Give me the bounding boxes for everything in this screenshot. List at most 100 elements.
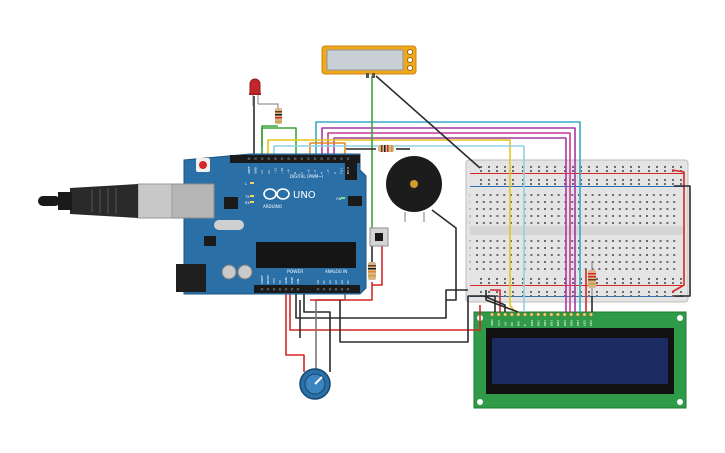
wire-buzzer-black[interactable] — [431, 209, 457, 301]
lcd-pin[interactable] — [489, 312, 495, 317]
lcd-pin[interactable] — [516, 312, 521, 317]
dc-jack[interactable] — [176, 264, 206, 292]
svg-text:a: a — [469, 267, 471, 271]
lcd-pin[interactable] — [496, 312, 501, 317]
backlight-resistor-icon[interactable] — [588, 262, 596, 296]
lcd-pin[interactable] — [555, 312, 561, 317]
digital-pin — [340, 157, 343, 160]
wire-magenta-2[interactable] — [333, 137, 567, 200]
potentiometer-icon[interactable] — [299, 368, 331, 400]
rx-led — [250, 201, 254, 203]
l-led — [250, 182, 254, 184]
lcd-mount-hole — [677, 315, 683, 321]
wire-yellow[interactable] — [267, 139, 516, 313]
wire-orange-dig[interactable] — [309, 142, 346, 160]
lcd-pin-label: LED — [589, 319, 593, 326]
lcd-pin[interactable] — [522, 312, 528, 317]
svg-text:j: j — [468, 193, 470, 197]
svg-text:f: f — [469, 221, 471, 225]
resistor-icon[interactable] — [378, 145, 394, 152]
wire-red-rail[interactable] — [671, 169, 685, 293]
button-resistor-icon[interactable] — [368, 262, 376, 280]
wire-black-pot[interactable] — [303, 280, 331, 372]
lcd-pin[interactable] — [562, 312, 567, 317]
crystal — [214, 220, 244, 230]
wire-black-contrast[interactable] — [485, 290, 519, 313]
digital-pin-label: ~10 — [280, 168, 284, 174]
digital-pin — [261, 157, 264, 160]
power-analog-header[interactable] — [254, 285, 360, 293]
red-led-icon[interactable] — [249, 78, 279, 110]
lcd-screen — [492, 338, 668, 384]
digital-pin — [313, 157, 317, 160]
wire-cyan-2[interactable] — [273, 145, 525, 312]
power-pin-label: 5V — [278, 279, 282, 284]
digital-pin — [300, 157, 303, 160]
breadboard[interactable]: jih gf edc ba — [465, 159, 689, 303]
wire-purple[interactable] — [321, 127, 576, 200]
lcd-pin[interactable] — [536, 312, 541, 317]
lcd-pin[interactable] — [529, 312, 534, 317]
wire-red-5v[interactable] — [289, 280, 481, 331]
usb-cable-icon[interactable] — [38, 183, 173, 219]
lcd-pin[interactable] — [503, 312, 508, 317]
lcd-pin-label: VCC — [497, 320, 501, 326]
wire-black-gnd[interactable] — [295, 280, 468, 319]
lcd-pin[interactable] — [588, 312, 594, 317]
l-led-label: L — [245, 182, 247, 186]
digital-pin-label: ~3 — [326, 169, 330, 174]
digital-pin-label: 13 — [260, 170, 264, 174]
reset-button-cap[interactable] — [199, 161, 207, 169]
lcd-pin[interactable] — [575, 312, 580, 317]
wire-black-sensor[interactable] — [375, 75, 481, 169]
wire-black-bb-lcd[interactable] — [483, 295, 506, 312]
on-led-label: ON — [336, 197, 342, 201]
lcd-pin-label: GND — [490, 318, 494, 326]
lcd-pin[interactable] — [542, 312, 547, 317]
wire-black-rail[interactable] — [674, 185, 691, 297]
power-pin — [278, 288, 282, 291]
wire-cyan[interactable] — [315, 121, 581, 200]
lcd-pin[interactable] — [569, 312, 574, 317]
lcd-pin-label: RS — [510, 322, 514, 326]
lcd-pin-label: DB3 — [550, 320, 554, 326]
digital-label: DIGITAL (PWM~) — [290, 174, 324, 179]
wire-black-lcd[interactable] — [339, 295, 496, 343]
lcd-pin-label: RW — [517, 321, 521, 326]
digital-pin — [247, 157, 251, 160]
breadboard-left-letters: jih gf edc ba — [468, 193, 472, 271]
lcd-pin[interactable] — [582, 312, 587, 317]
lcd-pin[interactable] — [549, 312, 554, 317]
power-pin-label: IOREF — [260, 275, 264, 284]
analog-label: ANALOG IN — [325, 269, 347, 274]
usb-b-port[interactable] — [169, 183, 215, 219]
board-brand: ARDUINO — [263, 204, 282, 209]
power-pin — [266, 288, 270, 291]
digital-pin-label: RX 0 — [346, 167, 350, 174]
svg-text:i: i — [469, 200, 470, 204]
lcd-pin-label: DB1 — [536, 320, 540, 326]
wire-red-res[interactable] — [310, 282, 373, 301]
lcd-pin[interactable] — [509, 312, 514, 317]
lcd-mount-hole — [677, 399, 683, 405]
led-resistor-icon[interactable] — [275, 108, 282, 124]
wire-green-led[interactable] — [261, 125, 278, 146]
digital-pin — [346, 157, 350, 160]
power-pin — [334, 288, 338, 291]
pushbutton-icon[interactable] — [369, 227, 389, 247]
power-pin — [272, 288, 276, 291]
sensor-module-icon[interactable] — [321, 45, 417, 78]
power-pin — [296, 288, 300, 291]
lcd-pin-label: DB0 — [530, 320, 534, 326]
wire-red-button[interactable] — [372, 232, 383, 286]
digital-pin — [274, 157, 277, 160]
svg-text:h: h — [469, 207, 471, 211]
piezo-buzzer-icon[interactable] — [386, 156, 442, 222]
lcd-mount-hole — [477, 399, 483, 405]
digital-pin — [287, 157, 290, 160]
wire-red-pot[interactable] — [285, 280, 305, 372]
arduino-uno-board[interactable]: UNO ARDUINO DIGITAL (PWM~) POWER ANALOG … — [169, 153, 367, 295]
power-pin-label: A3 — [334, 280, 338, 284]
